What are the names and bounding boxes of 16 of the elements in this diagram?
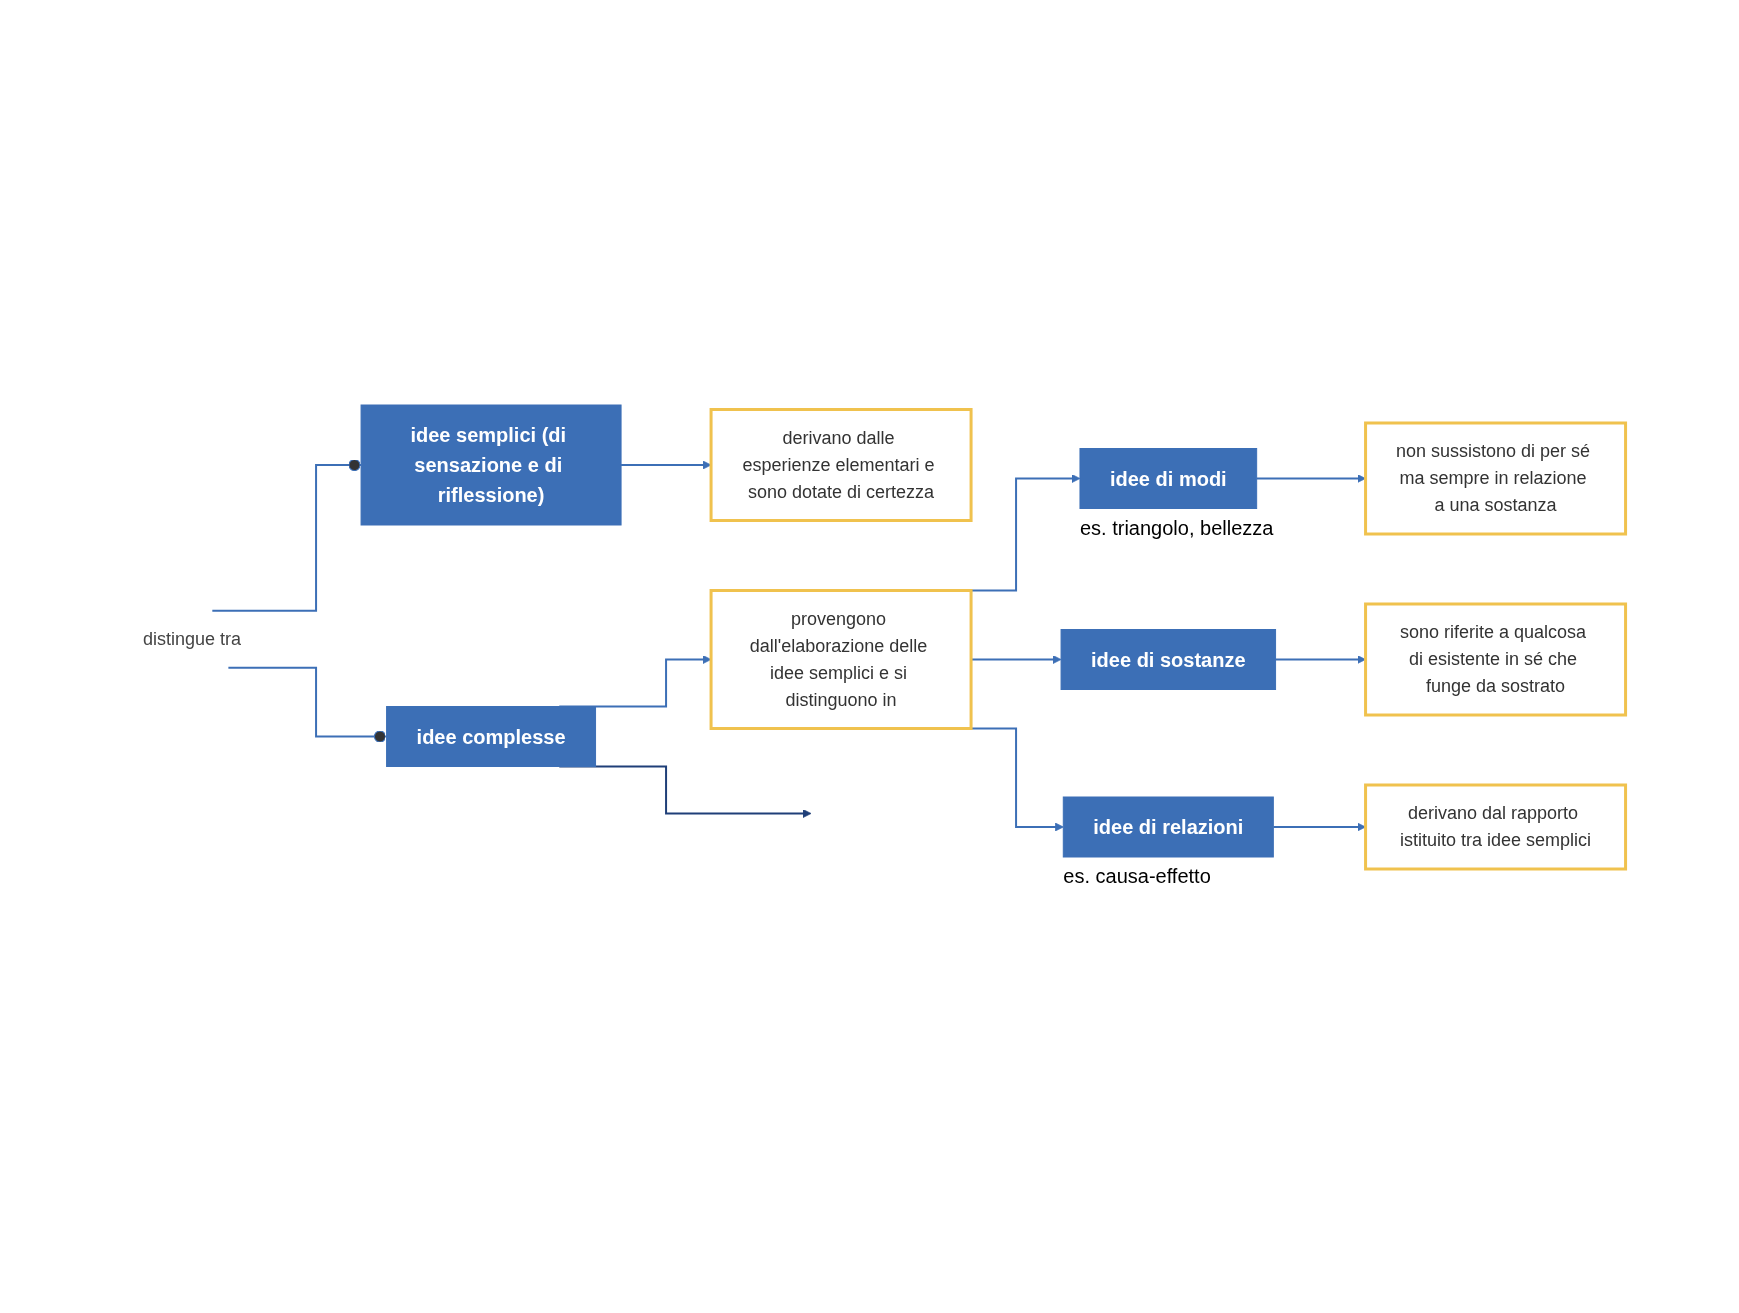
node-box: idee di relazioni <box>1063 796 1275 857</box>
node-box: idee di sostanze <box>1060 628 1277 690</box>
connector <box>211 458 363 612</box>
node-box: derivano dalle esperienze elementari e sono dotate di certezza <box>709 407 973 522</box>
node-box: derivano dal rapporto istituito tra idee semplici <box>1364 783 1628 870</box>
node-box: sono riferite a qualcosa di esistente in sé che funge da sostrato <box>1364 602 1628 716</box>
arrow <box>620 460 712 469</box>
example-note: es. causa-effetto <box>1063 864 1211 887</box>
node-box: idee di modi <box>1079 447 1258 509</box>
node-text: distingue tra <box>143 628 242 649</box>
node-box: provengono dall'elaborazione delle idee semplici e si distinguono in <box>709 588 973 730</box>
node-box: idee semplici (di sensazione e di riflessione) <box>360 404 622 525</box>
example-note: es. triangolo, bellezza <box>1080 516 1274 538</box>
node-box: non sussistono di per sé ma sempre in relazione a una sostanza <box>1364 421 1628 535</box>
node-box: idee complesse <box>386 705 597 767</box>
connector <box>227 666 388 743</box>
